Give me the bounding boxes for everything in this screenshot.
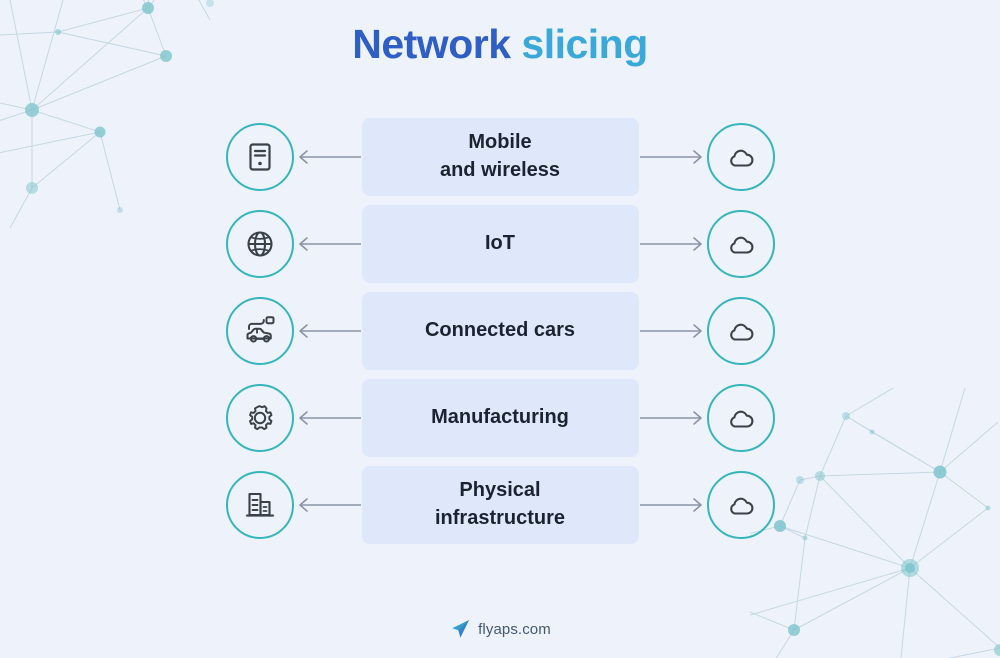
page-title-part-slicing: slicing <box>521 21 648 67</box>
flyaps-paper-plane-logo <box>452 620 470 638</box>
arrow-box-to-icon <box>294 408 362 428</box>
diagram-row: Manufacturing <box>0 374 1000 461</box>
slice-box-mobile-and-wireless[interactable]: Mobile and wireless <box>361 117 639 196</box>
footer: flyaps.com <box>0 618 1000 640</box>
arrow-left-icon <box>298 149 361 164</box>
arrow-box-to-icon <box>294 234 362 254</box>
cloud-icon <box>729 323 753 341</box>
arrow-left-icon <box>298 323 361 338</box>
arrow-box-to-cloud <box>639 321 707 341</box>
slice-box-manufacturing[interactable]: Manufacturing <box>361 378 639 457</box>
arrow-left-icon <box>298 410 361 425</box>
icon-circle-cloud[interactable] <box>706 383 775 452</box>
slice-label: IoT <box>485 231 515 254</box>
diagram-row: IoT <box>0 200 1000 287</box>
slice-label: Connected cars <box>424 318 576 341</box>
arrow-left-icon <box>298 236 361 251</box>
icon-circle-cloud[interactable] <box>706 296 775 365</box>
connected-car-icon <box>246 315 274 342</box>
diagram-row: Physical infrastructure <box>0 461 1000 548</box>
arrow-box-to-cloud <box>639 147 707 167</box>
page-title-part-network: Network <box>352 21 522 67</box>
arrow-box-to-icon <box>294 147 362 167</box>
arrow-right-icon <box>639 236 702 251</box>
arrow-box-to-cloud <box>639 495 707 515</box>
slice-label: Physical infrastructure <box>434 478 566 529</box>
icon-circle-mobile[interactable] <box>225 122 294 191</box>
icon-circle-gear[interactable] <box>225 383 294 452</box>
icon-circle-cloud[interactable] <box>706 122 775 191</box>
network-slicing-diagram: Mobile and wireless <box>0 113 1000 548</box>
diagram-row: Connected cars <box>0 287 1000 374</box>
arrow-right-icon <box>639 323 702 338</box>
arrow-left-icon <box>298 497 361 512</box>
diagram-row: Mobile and wireless <box>0 113 1000 200</box>
icon-circle-building[interactable] <box>225 470 294 539</box>
cloud-icon <box>729 236 753 254</box>
arrow-box-to-icon <box>294 321 362 341</box>
cloud-icon <box>729 410 753 428</box>
arrow-right-icon <box>639 497 702 512</box>
brand-name: flyaps.com <box>478 620 551 638</box>
gear-icon <box>248 404 272 430</box>
arrow-right-icon <box>639 149 702 164</box>
globe-icon <box>246 230 273 257</box>
mobile-phone-icon <box>248 142 271 171</box>
icon-circle-globe[interactable] <box>225 209 294 278</box>
icon-circle-connected-car[interactable] <box>225 296 294 365</box>
icon-circle-cloud[interactable] <box>706 209 775 278</box>
slice-label: Mobile and wireless <box>439 130 561 181</box>
icon-circle-cloud[interactable] <box>706 470 775 539</box>
slice-box-iot[interactable]: IoT <box>361 204 639 283</box>
slice-box-physical-infrastructure[interactable]: Physical infrastructure <box>361 465 639 544</box>
page-title: Network slicing <box>0 21 1000 67</box>
arrow-box-to-cloud <box>639 234 707 254</box>
arrow-right-icon <box>639 410 702 425</box>
building-icon <box>245 492 274 517</box>
cloud-icon <box>729 149 753 167</box>
slice-box-connected-cars[interactable]: Connected cars <box>361 291 639 370</box>
arrow-box-to-cloud <box>639 408 707 428</box>
arrow-box-to-icon <box>294 495 362 515</box>
cloud-icon <box>729 497 753 515</box>
slice-label: Manufacturing <box>431 405 569 428</box>
